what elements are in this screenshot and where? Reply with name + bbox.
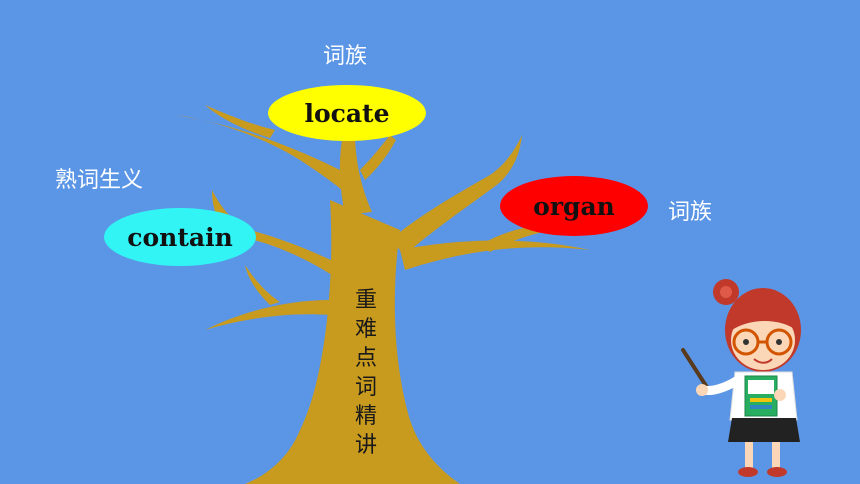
word-contain-label: contain: [127, 222, 233, 252]
word-locate[interactable]: locate: [268, 85, 426, 141]
book-icon: [744, 375, 778, 417]
trunk-char: 精: [354, 404, 377, 429]
trunk-char: 词: [354, 375, 377, 400]
trunk-char: 重: [354, 288, 377, 313]
tree-icon: [175, 105, 590, 484]
trunk-char: 讲: [354, 433, 377, 458]
word-locate-label: locate: [304, 98, 390, 128]
trunk-title: 重 难 点 词 精 讲: [350, 286, 382, 460]
word-contain[interactable]: contain: [104, 208, 256, 266]
teacher-icon: [681, 279, 801, 477]
word-organ[interactable]: organ: [500, 176, 648, 236]
trunk-char: 点: [354, 346, 377, 371]
trunk-char: 难: [354, 317, 377, 342]
right-word-family-label: 词族: [668, 200, 713, 225]
left-meaning-label: 熟词生义: [55, 168, 144, 193]
word-organ-label: organ: [533, 191, 615, 221]
top-word-family-label: 词族: [323, 44, 368, 69]
